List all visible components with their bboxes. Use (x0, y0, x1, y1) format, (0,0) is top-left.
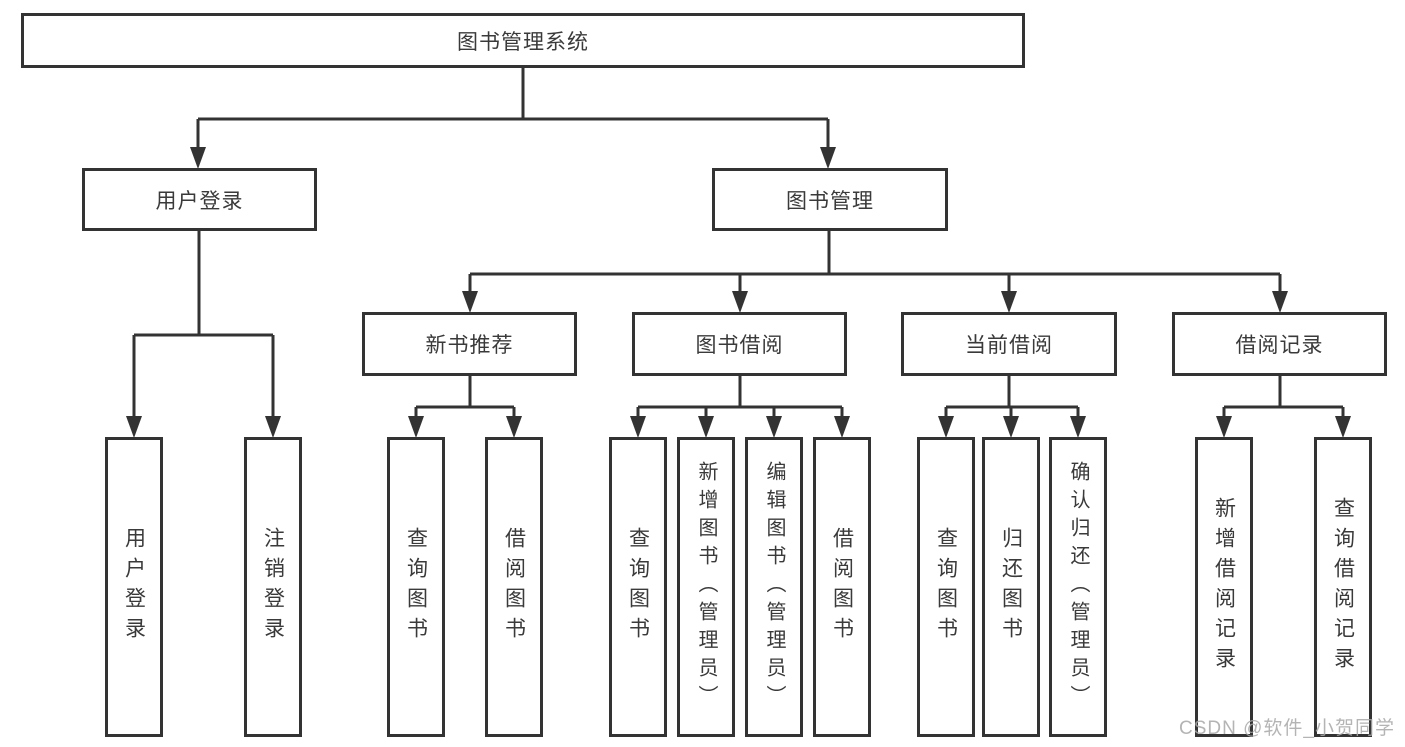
leaf-edit-book-admin-label: 编辑图书（管理员） (763, 461, 785, 713)
leaf-logout-label: 注销登录 (261, 527, 285, 647)
watermark-text: CSDN @软件_小贺同学 (1179, 718, 1395, 739)
leaf-query-books-current: 查询图书 (917, 437, 975, 737)
leaf-return-book-label: 归还图书 (999, 527, 1023, 647)
leaf-query-books-borrowing: 查询图书 (609, 437, 667, 737)
node-root: 图书管理系统 (21, 13, 1025, 68)
node-root-label: 图书管理系统 (457, 30, 589, 54)
node-new-book-recommend-label: 新书推荐 (425, 334, 514, 357)
node-current-borrowing: 当前借阅 (901, 312, 1117, 376)
leaf-logout: 注销登录 (244, 437, 302, 737)
node-user-login: 用户登录 (82, 168, 317, 231)
leaf-edit-book-admin: 编辑图书（管理员） (745, 437, 803, 737)
node-book-management: 图书管理 (712, 168, 948, 231)
leaf-user-login: 用户登录 (105, 437, 163, 737)
leaf-borrow-books-borrowing-label: 借阅图书 (830, 527, 854, 647)
node-new-book-recommend: 新书推荐 (362, 312, 577, 376)
leaf-borrow-books-borrowing: 借阅图书 (813, 437, 871, 737)
node-current-borrowing-label: 当前借阅 (965, 334, 1053, 357)
node-borrowing-records: 借阅记录 (1172, 312, 1387, 376)
leaf-add-borrow-record-label: 新增借阅记录 (1212, 497, 1236, 677)
leaf-add-borrow-record: 新增借阅记录 (1195, 437, 1253, 737)
node-book-management-label: 图书管理 (786, 189, 874, 213)
leaf-query-books-current-label: 查询图书 (934, 527, 958, 647)
leaf-add-book-admin-label: 新增图书（管理员） (695, 461, 717, 713)
leaf-query-borrow-record-label: 查询借阅记录 (1331, 497, 1355, 677)
arrowheads (126, 147, 1351, 438)
node-book-borrowing-label: 图书借阅 (695, 334, 784, 357)
leaf-confirm-return-admin-label: 确认归还（管理员） (1067, 461, 1089, 713)
leaf-query-books-borrowing-label: 查询图书 (626, 527, 650, 647)
leaf-query-books-recommend: 查询图书 (387, 437, 445, 737)
leaf-borrow-books-recommend-label: 借阅图书 (502, 527, 526, 647)
leaf-query-books-recommend-label: 查询图书 (404, 527, 428, 647)
node-book-borrowing: 图书借阅 (632, 312, 847, 376)
leaf-confirm-return-admin: 确认归还（管理员） (1049, 437, 1107, 737)
leaf-query-borrow-record: 查询借阅记录 (1314, 437, 1372, 737)
leaf-borrow-books-recommend: 借阅图书 (485, 437, 543, 737)
node-borrowing-records-label: 借阅记录 (1235, 334, 1324, 357)
node-user-login-label: 用户登录 (155, 189, 244, 213)
leaf-return-book: 归还图书 (982, 437, 1040, 737)
leaf-add-book-admin: 新增图书（管理员） (677, 437, 735, 737)
leaf-user-login-label: 用户登录 (122, 527, 146, 647)
